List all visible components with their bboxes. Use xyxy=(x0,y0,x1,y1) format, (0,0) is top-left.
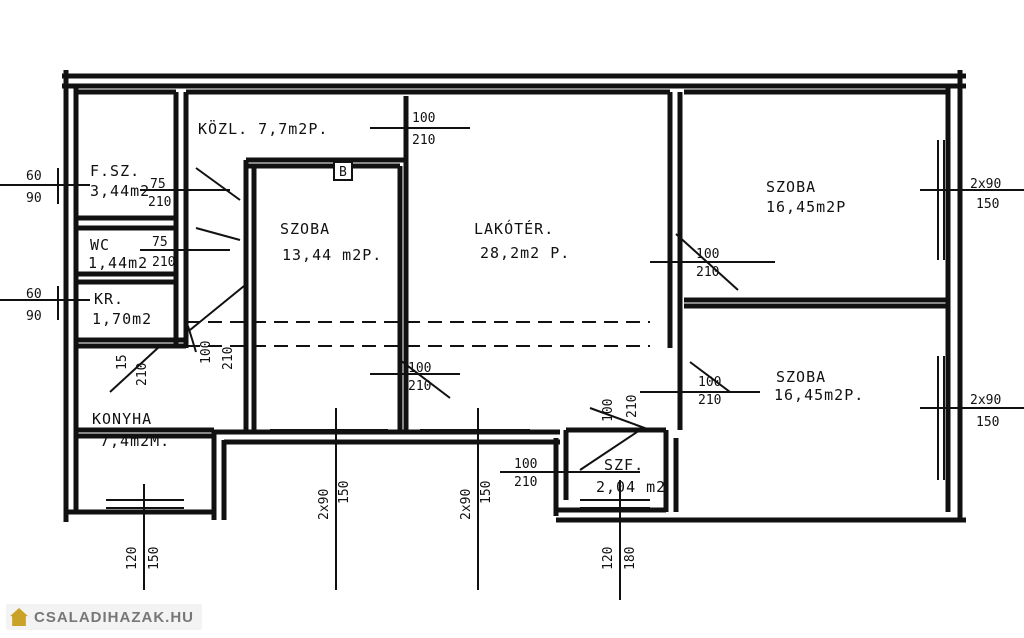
lakoter-title: LAKÓTÉR. xyxy=(474,219,554,238)
chimney-box xyxy=(333,161,353,181)
dim-100-szoba: 100 xyxy=(408,361,431,376)
dim-210-kr: 210 xyxy=(221,347,236,370)
dim-150-south-b: 150 xyxy=(479,481,494,504)
dim-100-kozl: 100 xyxy=(412,111,435,126)
dim-75-fsz: 75 xyxy=(150,177,166,192)
dim-150-br: 150 xyxy=(976,415,999,430)
watermark-text: CSALADIHAZAK.HU xyxy=(34,608,194,626)
kr-area: 1,70m2 xyxy=(92,310,152,328)
chimney-label: B xyxy=(339,165,347,180)
wc-title: WC xyxy=(90,236,110,254)
szoba-br-title: SZOBA xyxy=(776,368,826,386)
dim-2x90-south-a: 2x90 xyxy=(317,489,332,520)
szoba-tr-title: SZOBA xyxy=(766,178,816,196)
watermark-logo: CSALADIHAZAK.HU xyxy=(6,604,202,630)
dim-210-fsz: 210 xyxy=(148,195,171,210)
kozl-label: KÖZL. 7,7m2P. xyxy=(198,119,328,138)
house-icon xyxy=(10,608,28,626)
dim-90-kr: 90 xyxy=(26,309,42,324)
dim-2x90-br: 2x90 xyxy=(970,393,1001,408)
dim-100-hall: 100 xyxy=(601,399,616,422)
dim-2x90-tr: 2x90 xyxy=(970,177,1001,192)
dim-210-hall: 210 xyxy=(625,395,640,418)
dim-120-konyha: 120 xyxy=(125,547,140,570)
dim-210-konyha: 210 xyxy=(135,363,150,386)
dim-210-szoba-br: 210 xyxy=(698,393,721,408)
fsz-area: 3,44m2 xyxy=(90,182,150,200)
dim-210-szf: 210 xyxy=(514,475,537,490)
kr-title: KR. xyxy=(94,290,124,308)
dim-100-lakoter: 100 xyxy=(696,247,719,262)
dim-15: 15 xyxy=(115,354,130,370)
wc-area: 1,44m2 xyxy=(88,254,148,272)
szoba-mid-title: SZOBA xyxy=(280,220,330,238)
dim-150-south-a: 150 xyxy=(337,481,352,504)
szoba-mid-area: 13,44 m2P. xyxy=(282,246,382,264)
dim-60-kr: 60 xyxy=(26,287,42,302)
dim-150-konyha: 150 xyxy=(147,547,162,570)
dim-210-kozl: 210 xyxy=(412,133,435,148)
marker-lines xyxy=(0,96,1024,600)
szoba-tr-area: 16,45m2P xyxy=(766,198,846,216)
dim-210-szoba: 210 xyxy=(408,379,431,394)
szoba-br-area: 16,45m2P. xyxy=(774,386,864,404)
dim-60-fsz: 60 xyxy=(26,169,42,184)
lakoter-area: 28,2m2 P. xyxy=(480,244,570,262)
dim-150-tr: 150 xyxy=(976,197,999,212)
dim-180-szf: 180 xyxy=(623,547,638,570)
szf-area: 2,04 m2 xyxy=(596,478,666,496)
dim-100-kr: 100 xyxy=(199,341,214,364)
dim-100-szoba-br: 100 xyxy=(698,375,721,390)
konyha-title: KONYHA xyxy=(92,410,152,428)
dim-210-lakoter: 210 xyxy=(696,265,719,280)
dim-100-szf: 100 xyxy=(514,457,537,472)
konyha-area: 7,4m2M. xyxy=(100,432,170,450)
fsz-title: F.SZ. xyxy=(90,162,140,180)
dim-2x90-south-b: 2x90 xyxy=(459,489,474,520)
dim-210-wc: 210 xyxy=(152,255,175,270)
interior-walls xyxy=(76,89,948,500)
dim-90-fsz: 90 xyxy=(26,191,42,206)
dim-75-wc: 75 xyxy=(152,235,168,250)
dim-120-szf: 120 xyxy=(601,547,616,570)
szf-title: SZF. xyxy=(604,456,644,474)
